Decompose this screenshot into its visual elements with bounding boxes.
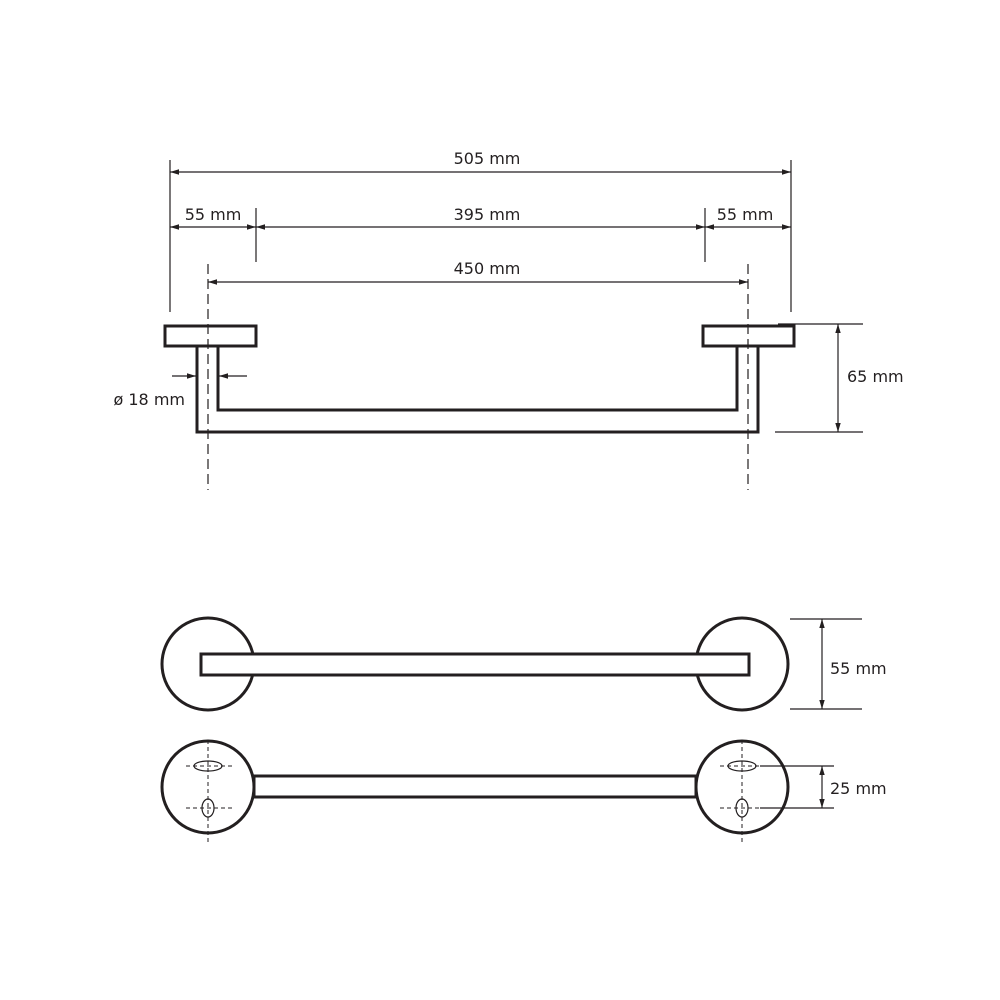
back-view: 25 mm bbox=[160, 739, 887, 845]
right-base-label: 55 mm bbox=[717, 205, 774, 224]
center-distance-label: 450 mm bbox=[454, 259, 521, 278]
side-view: 505 mm 55 mm 395 mm 55 mm 450 mm ø 18 mm… bbox=[114, 149, 904, 490]
mounting-holes-left bbox=[186, 740, 232, 845]
wall-plate-right bbox=[701, 324, 796, 348]
rosette-diameter-label: 55 mm bbox=[830, 659, 887, 678]
left-base-label: 55 mm bbox=[185, 205, 242, 224]
overall-length-label: 505 mm bbox=[454, 149, 521, 168]
towel-bar-back bbox=[252, 774, 698, 799]
hole-spacing-label: 25 mm bbox=[830, 779, 887, 798]
screw-hole bbox=[735, 798, 749, 818]
towel-bar-profile bbox=[195, 346, 760, 434]
slot-hole bbox=[193, 760, 223, 772]
tube-diameter-label: ø 18 mm bbox=[114, 390, 186, 409]
top-view: 55 mm bbox=[160, 616, 887, 712]
inner-span-label: 395 mm bbox=[454, 205, 521, 224]
slot-hole bbox=[727, 760, 757, 772]
projection-label: 65 mm bbox=[847, 367, 904, 386]
wall-plate-left bbox=[163, 324, 258, 348]
screw-hole bbox=[201, 798, 215, 818]
towel-bar-top bbox=[199, 652, 751, 677]
mounting-holes-right bbox=[720, 740, 766, 845]
